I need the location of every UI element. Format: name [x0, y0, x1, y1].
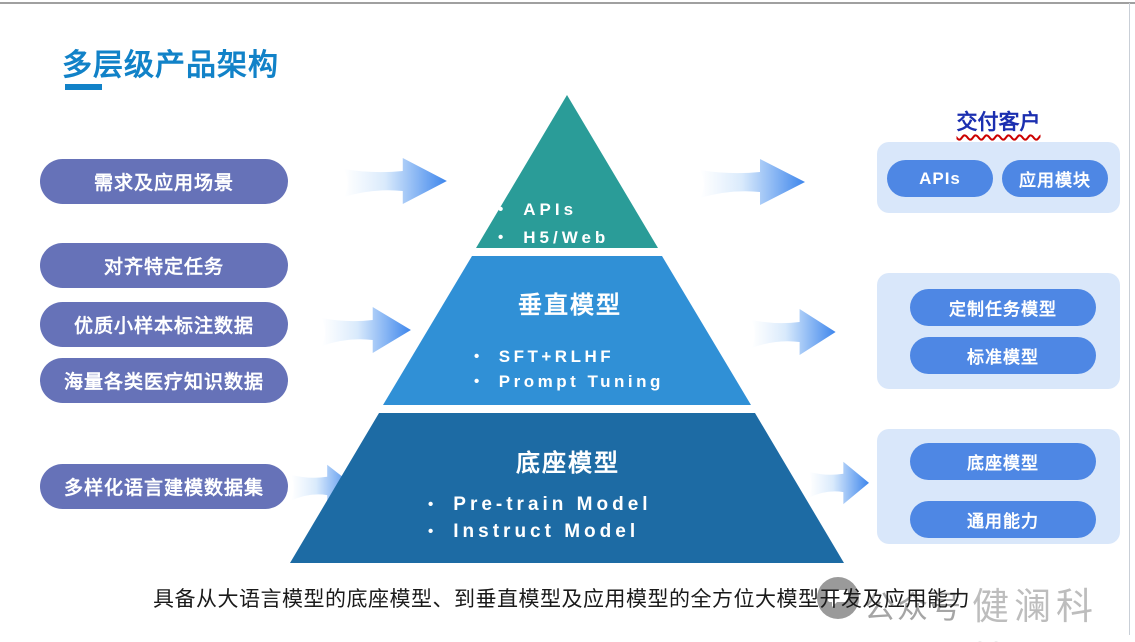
deliver-pill-standard-model: 标准模型 — [910, 337, 1096, 374]
list-item: Prompt Tuning — [474, 369, 664, 394]
deliver-header-label: 交付客户 — [956, 111, 1041, 134]
list-item: Instruct Model — [428, 518, 652, 545]
list-item: SFT+RLHF — [474, 344, 664, 369]
tier-bottom-bullet-pretrain: Pre-train Model — [453, 494, 652, 515]
tier-middle-bullet-sft: SFT+RLHF — [498, 347, 615, 366]
list-item: APIs — [498, 196, 609, 224]
title-underline — [65, 84, 102, 90]
arrow-left-3 — [291, 464, 355, 508]
left-pill-demand-scenarios: 需求及应用场景 — [40, 159, 288, 204]
tier-middle-bullet-prompt: Prompt Tuning — [498, 372, 664, 391]
arrow-right-1 — [700, 159, 805, 205]
chat-bubble-icon — [817, 577, 859, 619]
tier-top-bullets: APIs H5/Web — [498, 196, 609, 252]
left-pill-language-datasets: 多样化语言建模数据集 — [40, 464, 288, 509]
tier-bottom-bullet-instruct: Instruct Model — [453, 521, 640, 542]
deliver-pill-apis: APIs — [887, 160, 993, 197]
arrow-left-2 — [321, 307, 411, 353]
slide-top-border — [0, 2, 1135, 4]
list-item: Pre-train Model — [428, 491, 652, 518]
tier-bottom-bullets: Pre-train Model Instruct Model — [428, 491, 652, 545]
left-pill-fewshot-data: 优质小样本标注数据 — [40, 302, 288, 347]
tier-top-bullet-h5web: H5/Web — [523, 228, 610, 247]
tier-top-bullet-apis: APIs — [523, 200, 578, 219]
watermark-account-label: 公众号 — [864, 590, 963, 625]
slide-right-border — [1129, 3, 1130, 635]
tier-middle-bullets: SFT+RLHF Prompt Tuning — [474, 344, 664, 394]
footer-summary: 具备从大语言模型的底座模型、到垂直模型及应用模型的全方位大模型开发及应用能力 — [153, 587, 970, 611]
deliver-header: 交付客户 — [877, 106, 1120, 136]
arrow-right-3 — [809, 461, 869, 505]
list-item: H5/Web — [498, 224, 609, 252]
deliver-pill-base-model: 底座模型 — [910, 443, 1096, 480]
deliver-pill-general-capability: 通用能力 — [910, 501, 1096, 538]
page-title: 多层级产品架构 — [62, 49, 279, 82]
tier-bottom-title: 底座模型 — [516, 450, 620, 477]
left-pill-task-alignment: 对齐特定任务 — [40, 243, 288, 288]
deliver-pill-custom-task-model: 定制任务模型 — [910, 289, 1096, 326]
arrow-right-2 — [751, 309, 836, 355]
tier-middle-title: 垂直模型 — [518, 292, 622, 319]
watermark-brand: 健澜科技 — [972, 586, 1098, 642]
arrow-left-1 — [343, 158, 447, 204]
deliver-pill-app-module: 应用模块 — [1002, 160, 1108, 197]
left-pill-medical-knowledge: 海量各类医疗知识数据 — [40, 358, 288, 403]
